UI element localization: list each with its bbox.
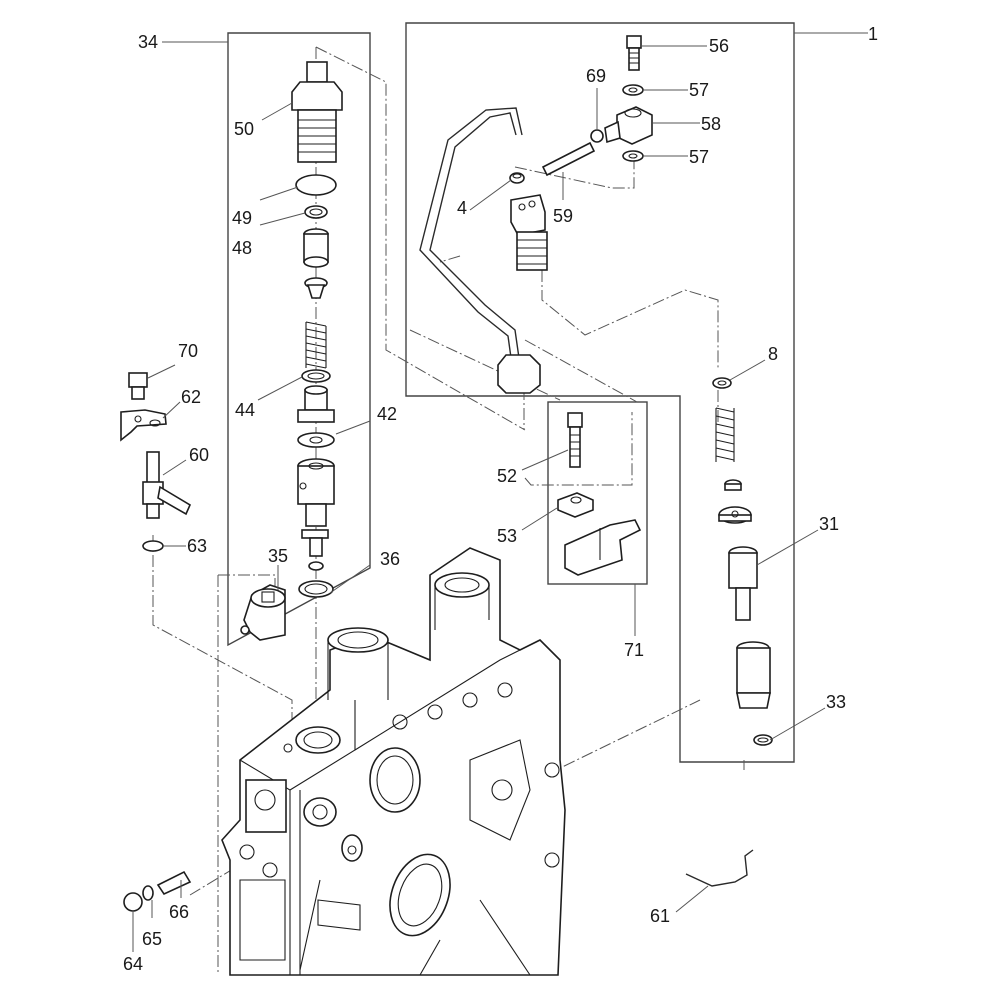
callout-63: 63 <box>187 536 207 556</box>
callout-65: 65 <box>142 929 162 949</box>
callout-56: 56 <box>709 36 729 56</box>
part-56-screw <box>626 35 642 71</box>
callout-labels: 1 4 8 31 33 34 35 36 42 44 48 49 50 52 5… <box>123 24 878 974</box>
callout-48: 48 <box>232 238 252 258</box>
group-box-1 <box>405 22 795 763</box>
callout-50: 50 <box>234 119 254 139</box>
callout-53: 53 <box>497 526 517 546</box>
part-plunger-barrel-top <box>297 385 335 423</box>
callout-57-lower: 57 <box>689 147 709 167</box>
part-59-leak-off-pipe <box>541 141 596 177</box>
callout-66: 66 <box>169 902 189 922</box>
part-delivery-valve <box>304 277 328 299</box>
callout-36: 36 <box>380 549 400 569</box>
group-box-34 <box>227 32 371 647</box>
part-48-snap-ring <box>304 205 328 219</box>
part-spring-seat <box>724 479 742 491</box>
callout-57-upper: 57 <box>689 80 709 100</box>
part-63-o-ring <box>142 540 164 552</box>
group-box-71 <box>547 401 648 585</box>
callout-58: 58 <box>701 114 721 134</box>
part-plunger-barrel <box>297 458 335 571</box>
part-injector-spring <box>715 407 735 462</box>
part-spring <box>305 321 327 369</box>
callout-34: 34 <box>138 32 158 52</box>
callout-4: 4 <box>457 198 467 218</box>
callout-64: 64 <box>123 954 143 974</box>
callout-69: 69 <box>586 66 606 86</box>
part-70-screw <box>128 372 148 400</box>
callout-44: 44 <box>235 400 255 420</box>
part-69-clip <box>590 129 604 143</box>
callout-1: 1 <box>868 24 878 44</box>
part-53-washer-plate <box>557 492 594 518</box>
leader-lines <box>132 32 868 952</box>
callout-59: 59 <box>553 206 573 226</box>
part-58-banjo-fitting <box>604 106 653 145</box>
callout-61: 61 <box>650 906 670 926</box>
callout-33: 33 <box>826 692 846 712</box>
callout-31: 31 <box>819 514 839 534</box>
part-33-washer <box>753 734 773 746</box>
callout-70: 70 <box>178 341 198 361</box>
callout-8: 8 <box>768 344 778 364</box>
part-50-delivery-valve-holder <box>291 61 343 163</box>
part-valve-spacer <box>303 228 329 268</box>
part-64-plug <box>123 892 143 912</box>
part-60-tee-fitting <box>142 451 192 519</box>
part-61-wire-clip <box>685 849 754 887</box>
callout-71: 71 <box>624 640 644 660</box>
callout-62: 62 <box>181 387 201 407</box>
engine-cover <box>221 547 566 976</box>
callout-60: 60 <box>189 445 209 465</box>
part-clamp <box>564 519 642 576</box>
part-65-o-ring <box>142 885 154 901</box>
part-44-washer <box>301 369 331 383</box>
part-57-washer-upper <box>622 84 644 96</box>
part-52-screw <box>567 412 583 468</box>
part-36-o-ring <box>298 580 334 598</box>
callout-49: 49 <box>232 208 252 228</box>
part-35-control-sleeve <box>240 584 286 641</box>
part-intermediate-plate <box>718 506 752 524</box>
part-high-pressure-pipe <box>419 107 541 394</box>
part-4-nut <box>509 172 525 184</box>
part-62-bracket <box>120 409 167 442</box>
part-66-pin <box>156 870 192 896</box>
part-57-washer-lower <box>622 150 644 162</box>
part-42-shim <box>297 432 335 448</box>
part-8-shim <box>712 377 732 389</box>
callout-52: 52 <box>497 466 517 486</box>
part-49-o-ring <box>295 174 337 196</box>
part-31-nozzle <box>728 546 758 621</box>
part-injector-holder <box>510 194 548 271</box>
callout-35: 35 <box>268 546 288 566</box>
part-nozzle-nut <box>736 641 771 709</box>
callout-42: 42 <box>377 404 397 424</box>
